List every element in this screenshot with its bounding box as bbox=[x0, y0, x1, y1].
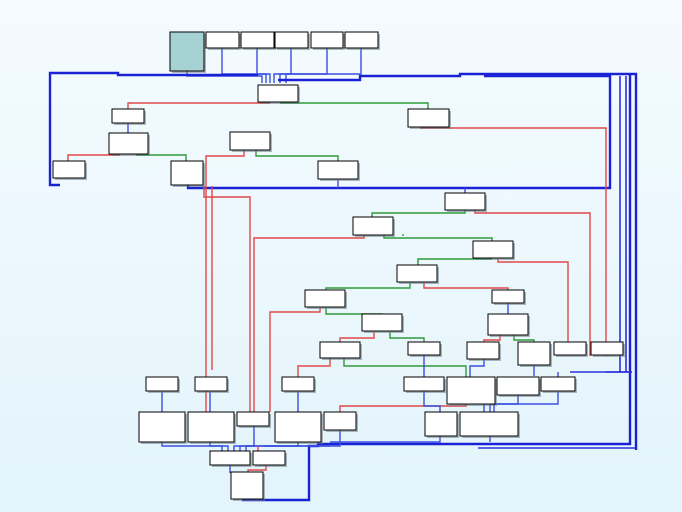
block-box[interactable] bbox=[424, 411, 458, 437]
basic-block[interactable] bbox=[310, 31, 345, 50]
block-box[interactable] bbox=[446, 376, 496, 405]
basic-block[interactable] bbox=[407, 108, 451, 129]
block-box[interactable] bbox=[319, 341, 361, 359]
block-box[interactable] bbox=[170, 160, 204, 186]
header-edges bbox=[186, 48, 362, 83]
basic-block[interactable] bbox=[205, 31, 241, 50]
block-box[interactable] bbox=[209, 450, 251, 466]
block-box[interactable] bbox=[517, 341, 551, 366]
basic-block[interactable] bbox=[459, 411, 520, 438]
block-box[interactable] bbox=[240, 31, 275, 49]
basic-block[interactable] bbox=[230, 471, 265, 501]
basic-block[interactable] bbox=[491, 289, 526, 305]
block-box[interactable] bbox=[111, 108, 145, 124]
block-box[interactable] bbox=[194, 376, 228, 392]
block-box[interactable] bbox=[257, 84, 299, 103]
basic-block[interactable] bbox=[240, 31, 276, 50]
block-box[interactable] bbox=[472, 240, 514, 259]
basic-block[interactable] bbox=[344, 31, 380, 50]
block-box[interactable] bbox=[145, 376, 179, 392]
block-box[interactable] bbox=[52, 160, 86, 179]
basic-block[interactable] bbox=[170, 160, 205, 187]
basic-block[interactable] bbox=[540, 376, 577, 393]
block-box[interactable] bbox=[229, 131, 271, 151]
block-box[interactable] bbox=[396, 264, 438, 283]
basic-block[interactable] bbox=[108, 132, 150, 156]
basic-block[interactable] bbox=[252, 450, 287, 467]
basic-block[interactable] bbox=[403, 376, 446, 393]
basic-block[interactable] bbox=[236, 411, 271, 428]
block-box[interactable] bbox=[138, 411, 186, 443]
basic-block[interactable] bbox=[487, 313, 530, 337]
basic-block[interactable] bbox=[396, 264, 439, 284]
block-box[interactable] bbox=[466, 341, 500, 360]
basic-block[interactable] bbox=[138, 411, 187, 444]
basic-block[interactable] bbox=[553, 341, 588, 357]
basic-block[interactable] bbox=[361, 313, 404, 333]
block-box[interactable] bbox=[281, 376, 315, 392]
basic-block[interactable] bbox=[274, 31, 310, 50]
basic-block[interactable] bbox=[52, 160, 87, 180]
basic-block[interactable] bbox=[145, 376, 180, 393]
basic-block[interactable] bbox=[472, 240, 515, 260]
block-box[interactable] bbox=[496, 376, 540, 396]
block-box[interactable] bbox=[274, 411, 322, 443]
block-box[interactable] bbox=[317, 160, 359, 180]
edge-layer bbox=[48, 48, 638, 502]
basic-block[interactable] bbox=[194, 376, 229, 393]
basic-block[interactable] bbox=[496, 376, 541, 397]
basic-block[interactable] bbox=[304, 289, 347, 309]
block-box[interactable] bbox=[403, 376, 445, 392]
basic-block[interactable] bbox=[590, 341, 625, 357]
block-box[interactable] bbox=[540, 376, 576, 392]
basic-block[interactable] bbox=[274, 411, 323, 444]
basic-block[interactable] bbox=[352, 216, 395, 237]
block-box[interactable] bbox=[459, 411, 519, 437]
block-box[interactable] bbox=[230, 471, 264, 500]
basic-block[interactable] bbox=[319, 341, 362, 360]
basic-block[interactable] bbox=[517, 341, 552, 367]
block-box[interactable] bbox=[304, 289, 346, 308]
entry-basic-block[interactable] bbox=[169, 31, 206, 73]
block-box[interactable] bbox=[344, 31, 379, 49]
back-edges bbox=[48, 71, 638, 502]
block-box[interactable] bbox=[487, 313, 529, 336]
basic-block[interactable] bbox=[209, 450, 252, 467]
block-box[interactable] bbox=[407, 341, 441, 356]
block-box[interactable] bbox=[205, 31, 240, 49]
block-box[interactable] bbox=[491, 289, 525, 304]
block-box[interactable] bbox=[323, 411, 357, 431]
block-box[interactable] bbox=[274, 31, 309, 49]
block-box[interactable] bbox=[108, 132, 149, 155]
basic-block[interactable] bbox=[407, 341, 442, 357]
basic-block[interactable] bbox=[446, 376, 497, 406]
block-box[interactable] bbox=[187, 411, 235, 443]
basic-block[interactable] bbox=[187, 411, 236, 444]
block-box[interactable] bbox=[169, 31, 205, 72]
basic-block[interactable] bbox=[257, 84, 300, 104]
basic-block[interactable] bbox=[229, 131, 272, 152]
node-layer bbox=[52, 31, 625, 501]
block-box[interactable] bbox=[590, 341, 624, 356]
basic-block[interactable] bbox=[111, 108, 146, 125]
basic-block[interactable] bbox=[466, 341, 501, 361]
block-box[interactable] bbox=[444, 192, 486, 211]
block-box[interactable] bbox=[407, 108, 450, 128]
basic-block[interactable] bbox=[281, 376, 316, 393]
block-box[interactable] bbox=[310, 31, 344, 49]
block-box[interactable] bbox=[352, 216, 394, 236]
basic-block[interactable] bbox=[323, 411, 358, 432]
basic-block[interactable] bbox=[444, 192, 487, 212]
block-box[interactable] bbox=[236, 411, 270, 427]
basic-block[interactable] bbox=[317, 160, 360, 181]
basic-block[interactable] bbox=[424, 411, 459, 438]
block-box[interactable] bbox=[553, 341, 587, 356]
block-box[interactable] bbox=[361, 313, 403, 332]
block-box[interactable] bbox=[252, 450, 286, 466]
